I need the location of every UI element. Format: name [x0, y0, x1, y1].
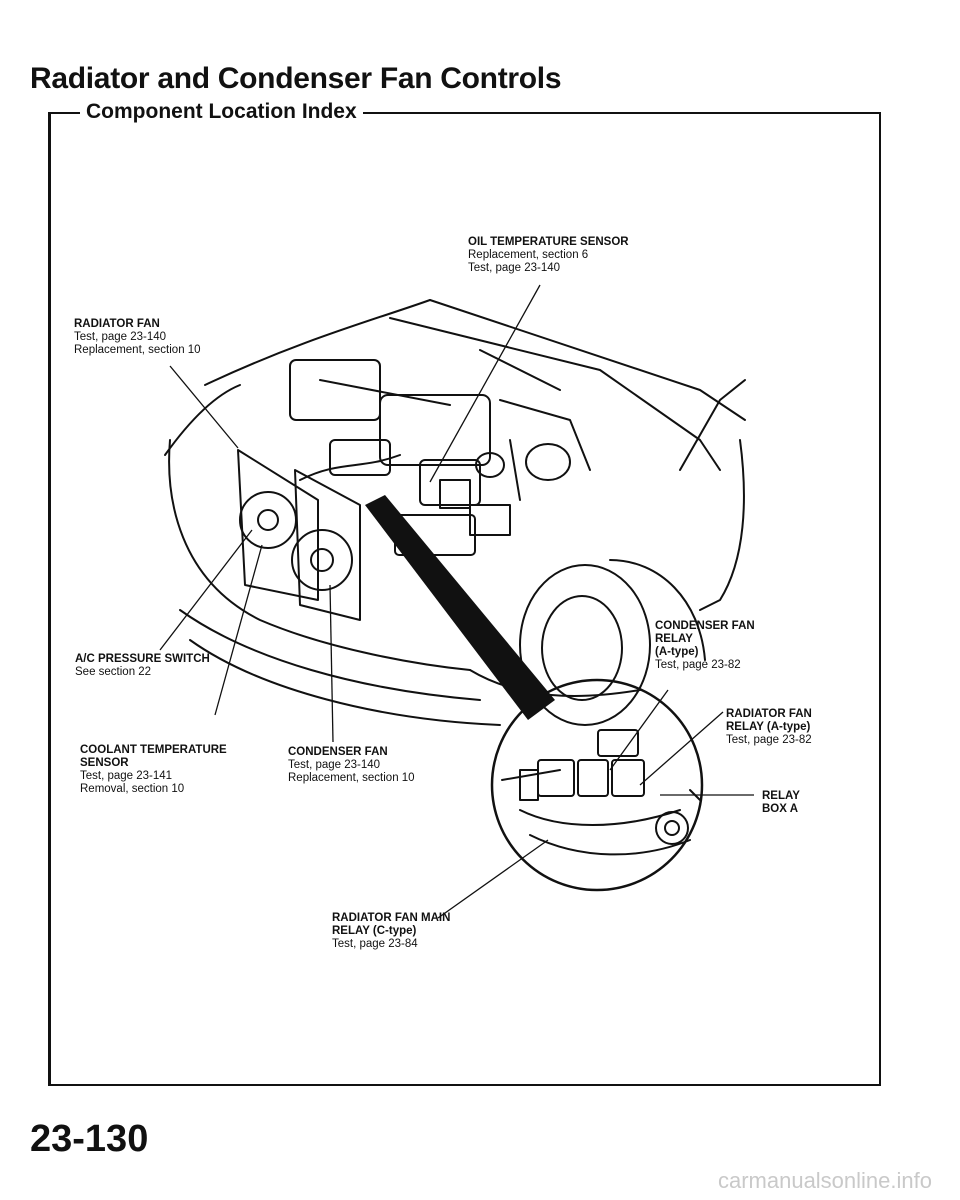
callout-radiator-fan: RADIATOR FAN Test, page 23-140 Replaceme…: [74, 318, 201, 356]
callout-radiator-fan-main-relay: RADIATOR FAN MAIN RELAY (C-type) Test, p…: [332, 912, 451, 950]
callout-condenser-fan-relay: CONDENSER FAN RELAY (A-type) Test, page …: [655, 620, 755, 671]
callout-radiator-fan-relay: RADIATOR FAN RELAY (A-type) Test, page 2…: [726, 708, 812, 746]
diagram-frame: [48, 112, 881, 1086]
callout-condenser-fan: CONDENSER FAN Test, page 23-140 Replacem…: [288, 746, 415, 784]
page-title: Radiator and Condenser Fan Controls: [30, 62, 562, 95]
callout-ac-pressure-switch: A/C PRESSURE SWITCH See section 22: [75, 653, 210, 678]
callout-coolant-temperature-sensor: COOLANT TEMPERATURE SENSOR Test, page 23…: [80, 744, 227, 795]
section-subtitle: Component Location Index: [80, 100, 363, 124]
watermark: carmanualsonline.info: [717, 1168, 932, 1193]
page-number: 23-130: [30, 1118, 149, 1160]
callout-oil-temperature-sensor: OIL TEMPERATURE SENSOR Replacement, sect…: [468, 236, 629, 274]
callout-relay-box-a: RELAY BOX A: [762, 790, 800, 815]
